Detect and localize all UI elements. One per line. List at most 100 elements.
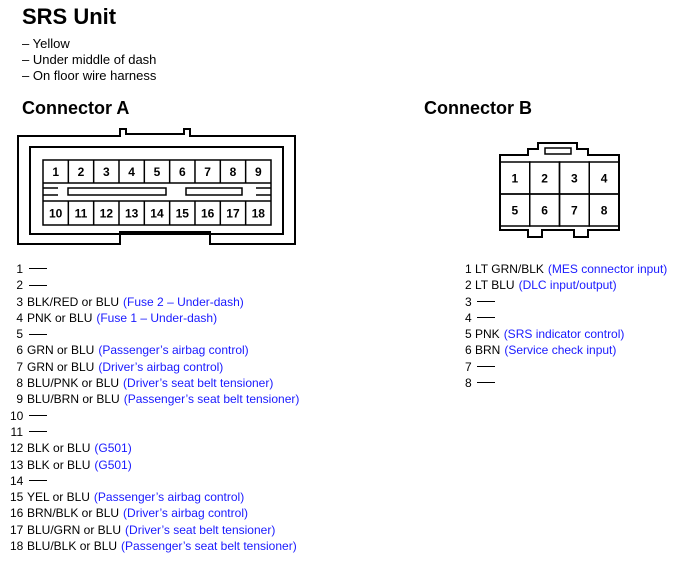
connector-a-pin-block	[42, 159, 272, 226]
pin-function: (Driver’s seat belt tensioner)	[123, 376, 274, 391]
connector-a-pin-row: 8 BLU/PNK or BLU(Driver’s seat belt tensi…	[10, 375, 299, 391]
connector-a-pin-label-4: 4	[128, 165, 135, 179]
connector-a-pin-label-5: 5	[154, 165, 161, 179]
pin-function: (Passenger’s seat belt tensioner)	[121, 539, 297, 554]
connector-a-pin-label-14: 14	[150, 207, 164, 221]
wire-color: PNK	[475, 327, 500, 342]
connector-b-pin-label-4: 4	[601, 172, 608, 186]
pin-function: (Driver’s airbag control)	[98, 359, 224, 374]
wire-color: BLK or BLU	[27, 457, 91, 472]
wire-color: BLU/GRN or BLU	[27, 522, 122, 537]
connector-b-pin-label-3: 3	[571, 172, 578, 186]
connector-b-heading: Connector B	[424, 98, 532, 118]
connector-a-pin-label-3: 3	[103, 165, 110, 179]
pin-number: 3	[16, 294, 23, 309]
connector-b-pin-label-1: 1	[512, 172, 519, 186]
wire-color: PNK or BLU	[27, 310, 93, 325]
pin-number: 11	[10, 424, 23, 439]
connector-a-pin-row: 6 GRN or BLU(Passenger’s airbag control)	[10, 342, 299, 358]
connector-a-pin-label-1: 1	[52, 165, 59, 179]
pin-function: (Fuse 2 – Under-dash)	[123, 294, 244, 309]
pin-number: 1	[465, 262, 472, 276]
pin-function: (DLC input/output)	[518, 278, 617, 293]
connector-b-top-row: 1 2 3 4	[499, 161, 620, 195]
unused-pin-dash	[477, 317, 495, 319]
unused-pin-dash	[29, 480, 47, 482]
pin-number: 13	[10, 457, 24, 472]
pin-function: (Fuse 1 – Under-dash)	[96, 310, 218, 325]
wire-color: BLU/PNK or BLU	[27, 376, 120, 391]
connector-a-pin-label-8: 8	[230, 165, 237, 179]
wire-color: GRN or BLU	[27, 359, 95, 374]
pin-number: 18	[10, 539, 24, 554]
pin-number: 17	[10, 522, 24, 537]
pin-number: 2	[16, 278, 23, 293]
pin-number: 8	[16, 376, 23, 391]
wire-color: BLU/BRN or BLU	[27, 392, 120, 407]
connector-b-pin-label-6: 6	[541, 204, 548, 218]
unused-pin-dash	[29, 284, 47, 286]
connector-a-heading: Connector A	[22, 98, 130, 118]
note-location: – Under middle of dash	[22, 52, 157, 67]
pin-number: 6	[16, 343, 23, 358]
pin-number: 12	[10, 441, 24, 456]
connector-a-face	[17, 128, 296, 245]
pin-function: (SRS indicator control)	[503, 327, 625, 342]
pin-number: 1	[16, 262, 23, 276]
note-color: – Yellow	[22, 36, 70, 51]
wire-color: GRN or BLU	[27, 343, 95, 358]
connector-a-pin-row: 3 BLK/RED or BLU(Fuse 2 – Under-dash)	[10, 294, 299, 310]
unused-pin-dash	[29, 268, 47, 270]
pin-function: (MES connector input)	[547, 262, 668, 276]
connector-a-pin-label-17: 17	[226, 207, 240, 221]
pin-number: 2	[465, 278, 472, 293]
connector-a-pin-label-7: 7	[204, 165, 211, 179]
pin-function: (Passenger’s airbag control)	[98, 343, 249, 358]
connector-a-pin-label-6: 6	[179, 165, 186, 179]
page-title: SRS Unit	[22, 4, 117, 29]
connector-a-pin-row: 14	[10, 473, 299, 489]
connector-a-latch-slot-right	[185, 187, 243, 196]
wire-color: BLK/RED or BLU	[27, 294, 120, 309]
pin-function: (Passenger’s seat belt tensioner)	[123, 392, 300, 407]
connector-a-pin-row: 11	[10, 424, 299, 440]
pin-number: 7	[16, 359, 23, 374]
connector-b-pin-label-7: 7	[571, 204, 578, 218]
connector-a-pin-row: 10	[10, 408, 299, 424]
pin-number: 3	[465, 294, 472, 309]
connector-b-pin-label-2: 2	[541, 172, 548, 186]
connector-a-pin-label-16: 16	[201, 207, 215, 221]
connector-b-pin-label-8: 8	[601, 204, 608, 218]
pin-number: 16	[10, 506, 24, 521]
connector-a-pin-label-18: 18	[252, 207, 266, 221]
pin-function: (Driver’s airbag control)	[123, 506, 248, 521]
unused-pin-dash	[29, 333, 47, 335]
connector-a-pin-label-11: 11	[75, 207, 88, 221]
wire-color: BRN/BLK or BLU	[27, 506, 120, 521]
pin-number: 8	[465, 376, 472, 391]
pin-number: 15	[10, 490, 24, 505]
wire-color: YEL or BLU	[27, 490, 90, 505]
pin-number: 10	[10, 408, 24, 423]
pin-number: 5	[16, 327, 23, 342]
connector-a-pin-row: 5	[10, 326, 299, 342]
pin-function: (G501)	[94, 457, 132, 472]
connector-a-cavity	[29, 146, 284, 235]
pin-number: 7	[465, 359, 472, 374]
connector-a-pin-label-12: 12	[100, 207, 114, 221]
pin-number: 4	[465, 310, 472, 325]
connector-a-pin-label-15: 15	[176, 207, 190, 221]
unused-pin-dash	[477, 366, 495, 368]
